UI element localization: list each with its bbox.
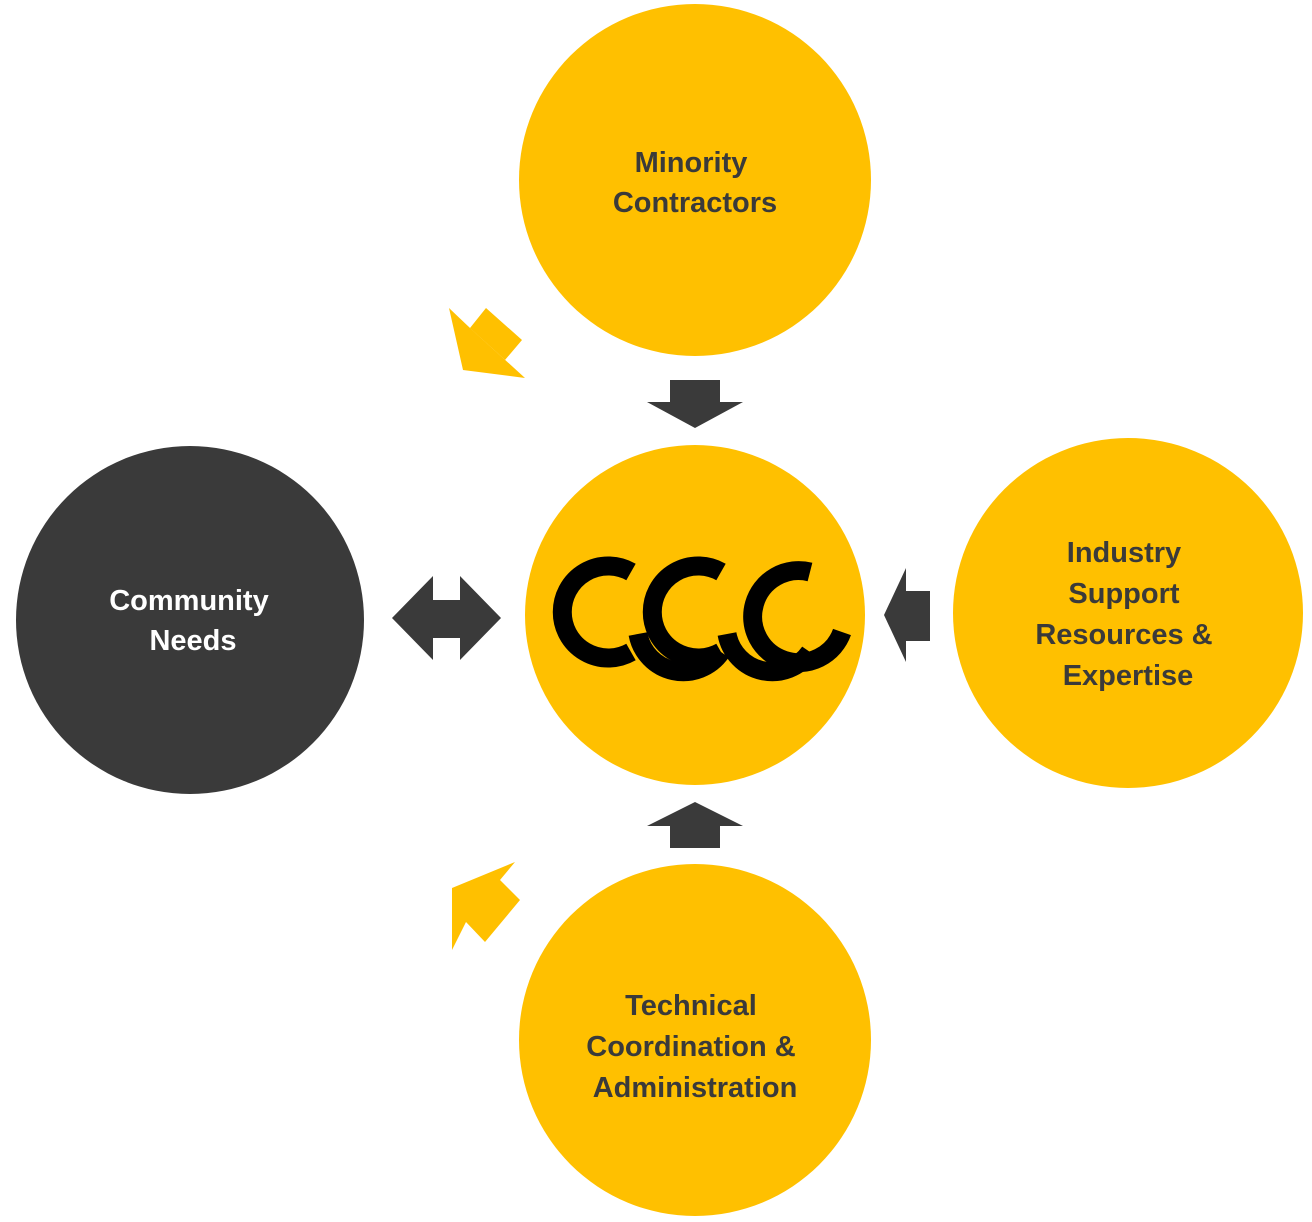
node-top-label: Minority Contractors <box>613 147 777 219</box>
left-arrow-icon <box>884 568 930 662</box>
node-left-circle <box>16 446 364 794</box>
down-arrow-icon <box>647 380 743 428</box>
node-top-line: Minority <box>635 147 748 179</box>
node-right-line: Resources & <box>1035 619 1212 651</box>
diagonal-arrow-icon <box>449 308 525 378</box>
node-left-line: Needs <box>149 625 236 657</box>
node-left-label: Community Needs <box>109 585 277 657</box>
node-left-line: Community <box>109 585 269 617</box>
node-top-line: Contractors <box>613 187 777 219</box>
node-right-line: Industry <box>1067 537 1181 569</box>
diagonal-arrow-icon <box>452 862 520 950</box>
node-bottom-line: Administration <box>593 1072 798 1104</box>
diagonal-arrow-icon <box>450 308 525 378</box>
node-bottom-circle <box>519 864 871 1216</box>
node-right-line: Support <box>1068 578 1179 610</box>
node-right-circle <box>953 438 1303 788</box>
node-bottom-line: Technical <box>625 990 757 1022</box>
node-right-label: Industry Support Resources & Expertise <box>1035 537 1220 692</box>
node-top-circle <box>519 4 871 356</box>
node-bottom-line: Coordination & <box>586 1031 795 1063</box>
node-center-circle <box>525 445 865 785</box>
ccc-logo-icon <box>552 556 851 682</box>
up-arrow-icon <box>647 802 743 848</box>
node-bottom-label: Technical Coordination & Administration <box>586 990 803 1104</box>
left-right-arrow-icon <box>392 576 501 660</box>
node-right-line: Expertise <box>1063 660 1194 692</box>
